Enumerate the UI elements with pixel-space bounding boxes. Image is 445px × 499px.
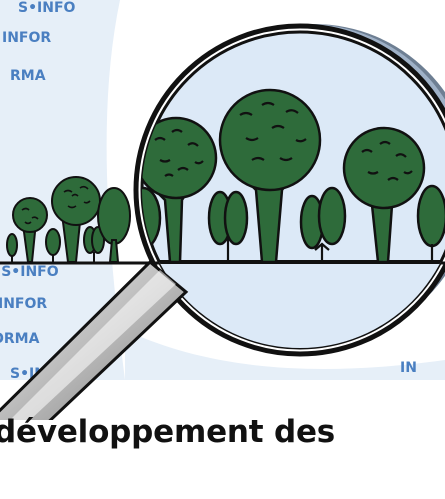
forest-magnifier-illustration: S•INFO INFOR RMA IS•INFO INFOR ORMA S•IN…	[0, 0, 445, 420]
info-text: INFOR	[2, 30, 51, 46]
small-trees	[6, 176, 131, 263]
caption-text: développement des	[0, 414, 336, 450]
magnifier-handle	[0, 259, 189, 420]
info-text: IS•INFO	[0, 264, 59, 280]
info-text: INFOR	[0, 296, 47, 312]
info-text: RMA	[10, 68, 46, 84]
small-tree-details	[21, 185, 91, 225]
info-text: IN	[400, 360, 417, 376]
info-text: ORMA	[0, 331, 40, 347]
info-text: S•INFO	[18, 0, 76, 16]
